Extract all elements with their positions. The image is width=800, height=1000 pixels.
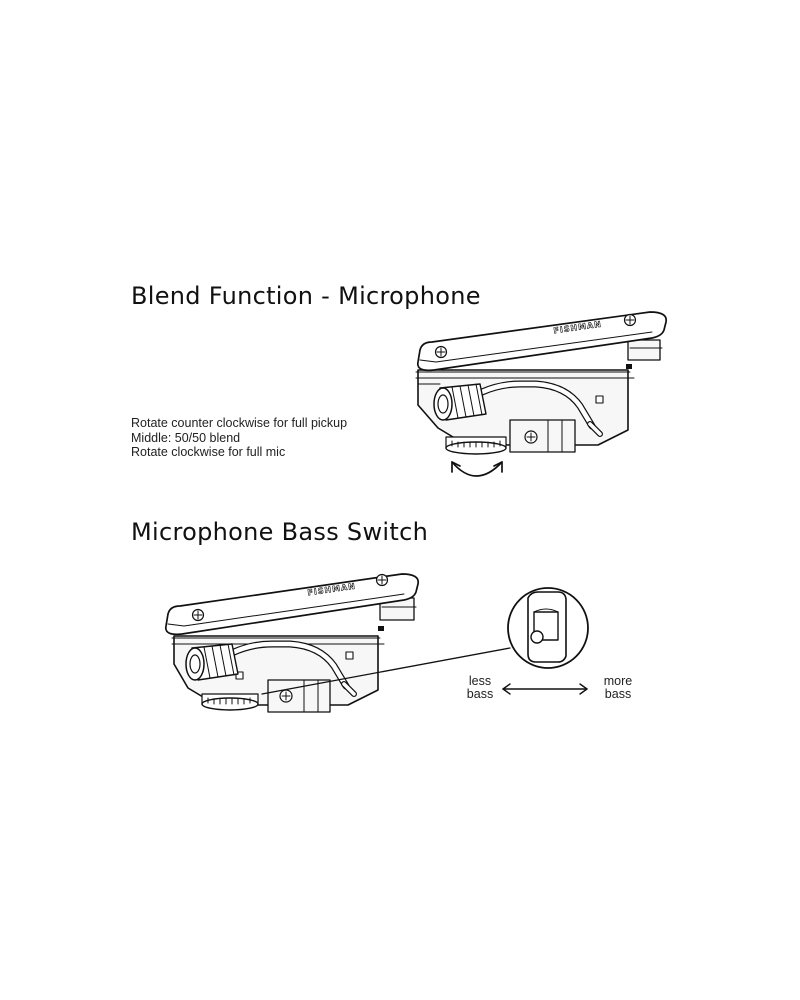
- pickup-device-illustration: FISHMAN: [415, 311, 668, 455]
- less-bass-label: less bass: [450, 675, 510, 701]
- instruction-line: Middle: 50/50 blend: [131, 430, 241, 445]
- label-line: more: [603, 674, 633, 688]
- blend-function-heading: Blend Function - Microphone: [131, 282, 481, 310]
- label-line: less: [468, 674, 492, 688]
- pickup-device-illustration: FISHMAN: [164, 573, 420, 713]
- switch-closeup-icon: [507, 587, 589, 669]
- leader-line: [261, 647, 511, 695]
- label-line: bass: [604, 687, 632, 701]
- label-line: bass: [466, 687, 494, 701]
- mic-bass-switch-heading: Microphone Bass Switch: [131, 518, 429, 546]
- double-arrow-icon: [502, 683, 588, 695]
- instruction-line: Rotate clockwise for full mic: [131, 445, 286, 459]
- instruction-line: Rotate counter clockwise for full pickup: [131, 416, 348, 430]
- rotation-arrow-icon: [451, 461, 503, 477]
- more-bass-label: more bass: [588, 675, 648, 701]
- blend-instructions: Rotate counter clockwise for full pickup…: [131, 416, 347, 460]
